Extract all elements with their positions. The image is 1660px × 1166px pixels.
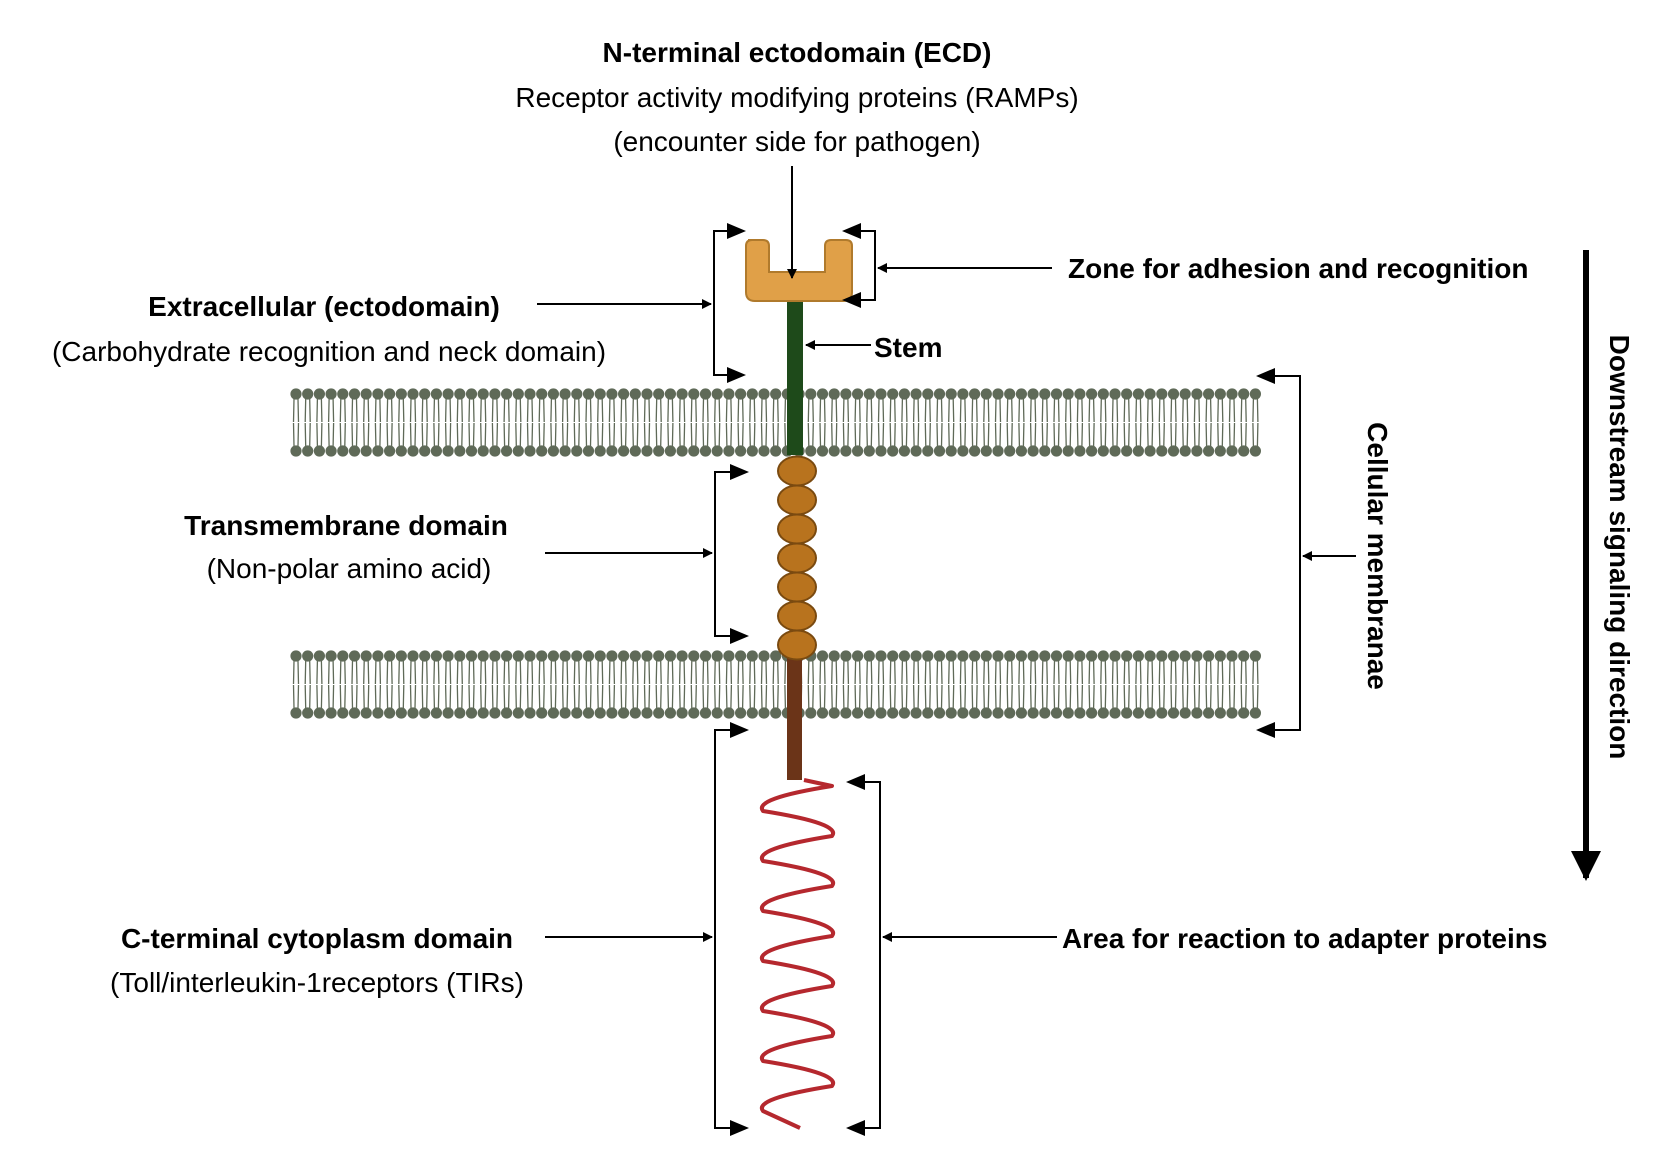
cterminal-bracket — [714, 729, 745, 1129]
stem-label: Stem — [874, 332, 942, 363]
transmembrane-bead — [777, 542, 817, 574]
transmembrane-subtitle: (Non-polar amino acid) — [207, 553, 492, 584]
transmembrane-beads — [777, 455, 817, 661]
downstream-label: Downstream signaling direction — [1604, 335, 1635, 760]
transmembrane-bead — [777, 600, 817, 632]
zone-label: Zone for adhesion and recognition — [1068, 253, 1528, 284]
upper-membrane-bilayer — [290, 388, 1261, 457]
transmembrane-bead — [777, 484, 817, 516]
stem-segment — [787, 300, 803, 455]
receptor-molecule — [745, 239, 853, 1130]
lower-membrane-bilayer — [290, 650, 1261, 719]
cellular-membranae-label: Cellular membranae — [1362, 422, 1393, 690]
bracket-arrowheads — [727, 223, 1275, 1136]
transmembrane-bead — [777, 455, 817, 487]
ectodomain-head — [745, 239, 853, 302]
adapter-label: Area for reaction to adapter proteins — [1062, 923, 1547, 954]
transmembrane-bead — [777, 513, 817, 545]
transmembrane-title: Transmembrane domain — [184, 510, 508, 541]
cterminal-title: C-terminal cytoplasm domain — [121, 923, 513, 954]
transmembrane-bracket — [714, 471, 745, 637]
tir-coil — [759, 778, 836, 1130]
extracellular-title: Extracellular (ectodomain) — [148, 291, 500, 322]
ecd-subtitle: Receptor activity modifying proteins (RA… — [515, 82, 1078, 113]
extracellular-bracket — [713, 230, 742, 376]
cytoplasmic-tail-segment — [787, 650, 802, 780]
ecd-title: N-terminal ectodomain (ECD) — [603, 37, 992, 68]
transmembrane-bead — [777, 629, 817, 661]
cellular-membranae-bracket — [1260, 375, 1301, 731]
extracellular-subtitle: (Carbohydrate recognition and neck domai… — [52, 336, 606, 367]
transmembrane-bead — [777, 571, 817, 603]
adapter-bracket — [850, 781, 881, 1129]
cterminal-subtitle: (Toll/interleukin-1receptors (TIRs) — [110, 967, 524, 998]
ecd-note: (encounter side for pathogen) — [613, 126, 980, 157]
